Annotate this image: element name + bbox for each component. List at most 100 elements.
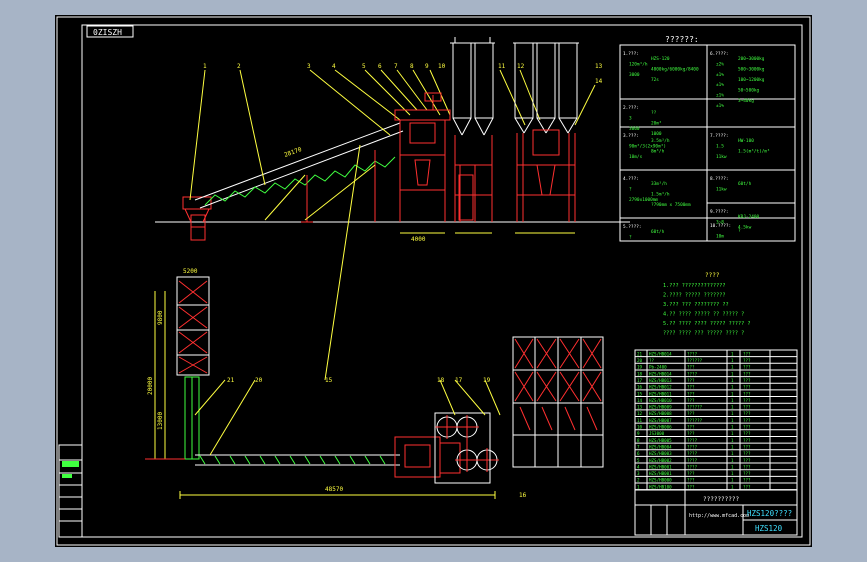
- bom-cell: ??????: [687, 405, 703, 410]
- bom-cell: ???: [687, 391, 695, 396]
- bom-cell: ????: [687, 458, 698, 463]
- bom-cell: ????: [687, 451, 698, 456]
- section-bracing: [514, 338, 602, 431]
- mixing-tower: [394, 92, 451, 222]
- title-block: [634, 489, 798, 536]
- bom-cell: 1: [731, 425, 734, 430]
- bom-cell: ???: [743, 405, 751, 410]
- bom-cell: HZS/HB014: [649, 351, 672, 356]
- bom-cell: ???: [687, 425, 695, 430]
- part-label-13: 13: [595, 63, 603, 70]
- bom-cell: ???: [743, 365, 751, 370]
- bom-cell: 1: [731, 371, 734, 376]
- bom-cell: HZS/HB007: [649, 418, 672, 423]
- bom-cell: ???: [743, 451, 751, 456]
- section-view: [512, 336, 604, 468]
- part-label-4: 4: [332, 63, 336, 70]
- part-label-15: 15: [325, 377, 333, 384]
- tech-section-2-line: 3.???:: [623, 133, 639, 139]
- tech-section-2-line: 8m³/h: [651, 149, 665, 155]
- bom-cell: ???: [687, 484, 695, 489]
- left-margin-block: [58, 444, 83, 538]
- bom-cell: 4: [637, 464, 640, 469]
- part-label-19: 19: [483, 377, 491, 384]
- outer-border: [56, 16, 811, 546]
- tech-sections: 1.???:HZS-120120m³/h4800kg/6000kg/840030…: [623, 51, 770, 240]
- bom-cell: ???: [743, 484, 751, 489]
- bom-cell: ????: [687, 464, 698, 469]
- bom-cell: HZS/HB004: [649, 444, 672, 449]
- bom-cell: HZS/HB002: [649, 458, 672, 463]
- bom-cell: 20: [637, 358, 643, 363]
- bin-width-dimension: 5200: [183, 268, 198, 275]
- bom-cell: HZS/HB001: [649, 471, 672, 476]
- title-block-name: HZS120????: [747, 509, 792, 518]
- bom-cell: HZS/HB000: [649, 478, 672, 483]
- tech-section-5-line: 3~40kg: [738, 98, 754, 104]
- bom-cell: HZS/HB003: [649, 451, 672, 456]
- title-block-maker: ??????????: [703, 496, 740, 503]
- plan-bin-column: [176, 276, 210, 376]
- bom-cell: ????: [687, 438, 698, 443]
- bom-cell: 15: [637, 391, 643, 396]
- bom-cell: ???: [743, 391, 751, 396]
- part-label-20: 20: [255, 377, 263, 384]
- aggregate-bin: [182, 196, 212, 241]
- bom-cell: 1: [731, 484, 734, 489]
- bom-cell: 1: [731, 431, 734, 436]
- bom-cell: 1: [731, 464, 734, 469]
- part-label-16: 16: [519, 492, 527, 499]
- bom-cell: 1: [731, 444, 734, 449]
- part-label-18: 18: [437, 377, 445, 384]
- bom-cell: ???: [743, 431, 751, 436]
- part-label-12: 12: [517, 63, 525, 70]
- bom-cell: HZS/HB011: [649, 391, 672, 396]
- tech-section-0-line: 120m³/h: [629, 61, 648, 67]
- tech-section-6-line: 7.????:: [710, 133, 729, 139]
- part-label-17: 17: [455, 377, 463, 384]
- tech-section-8-line: 3~8: [716, 219, 724, 225]
- bom-cell: ???: [743, 385, 751, 390]
- tech-section-0-line: 3000: [629, 72, 640, 78]
- bom-cell: 7: [637, 444, 640, 449]
- bom-cell: ???: [743, 398, 751, 403]
- part-label-21: 21: [227, 377, 235, 384]
- bom-cell: 19: [637, 365, 643, 370]
- cad-drawing: 0ZISZH: [56, 16, 811, 546]
- tech-section-1-line: 1000: [651, 131, 662, 137]
- tech-section-6-line: HW-100: [738, 138, 754, 144]
- part-label-7: 7: [394, 63, 398, 70]
- tech-section-1-line: 2.???:: [623, 105, 639, 111]
- tech-section-9-line: 10m: [716, 233, 724, 239]
- bom-cell: HZS/HB013: [649, 378, 672, 383]
- bom-cell: HZS/HB005: [649, 438, 672, 443]
- bom-cell: ???: [743, 471, 751, 476]
- part-label-5: 5: [362, 63, 366, 70]
- bom-cell: HZS/HB012: [649, 385, 672, 390]
- tech-section-8-line: 4.5kw: [738, 225, 752, 231]
- bom-cell: 6: [637, 451, 640, 456]
- plan-conveyor-hatch: [199, 455, 386, 465]
- bom-cell: HZS/HB009: [649, 405, 672, 410]
- tech-section-9-line: ?: [738, 228, 741, 234]
- tech-section-2-line: 10m/s: [629, 154, 643, 160]
- tech-section-2-line: 90m³/3(2x90m³): [629, 143, 666, 149]
- bom-cell: ???: [743, 418, 751, 423]
- tech-section-4-line: 5.????:: [623, 224, 642, 230]
- bom-cell: 3: [637, 471, 640, 476]
- tech-section-0-line: 72s: [651, 77, 659, 83]
- elevation-view: 28170: [155, 37, 630, 243]
- conveyor-supports: [301, 150, 376, 223]
- plan-dimensions: [154, 291, 496, 499]
- part-label-14: 14: [595, 78, 603, 85]
- bom-cell: ??????: [687, 418, 703, 423]
- inner-border: [81, 24, 803, 538]
- silos-elevation: [450, 37, 495, 136]
- bom-cell: 1: [637, 484, 640, 489]
- bom-cell: 1: [731, 411, 734, 416]
- side-elevation-frame: [516, 129, 576, 222]
- tech-section-5-line: ±1%: [716, 72, 724, 78]
- part-label-2: 2: [237, 63, 241, 70]
- bom-cell: ???: [687, 431, 695, 436]
